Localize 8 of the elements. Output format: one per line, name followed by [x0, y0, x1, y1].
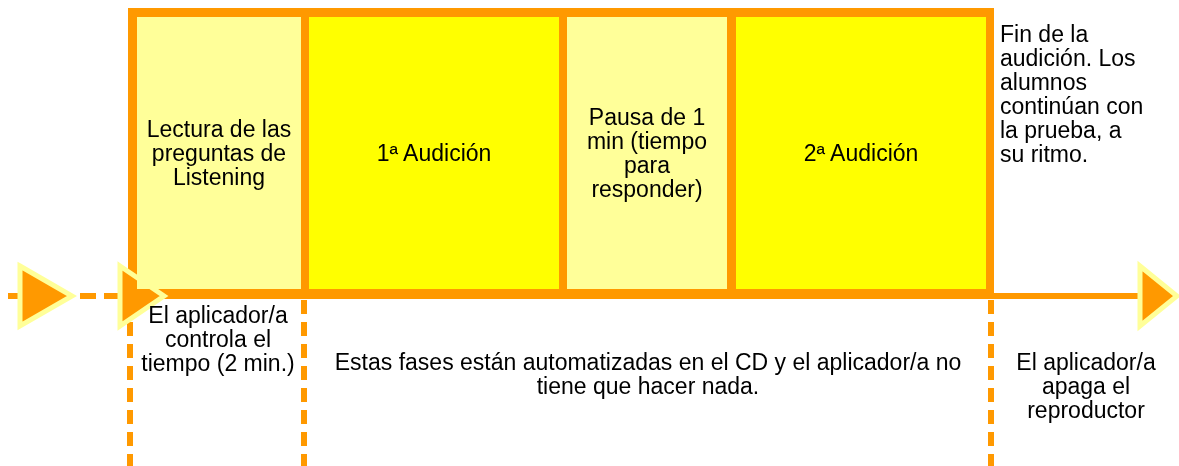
note-text: El aplicador/a controla el tiempo (2 min.)	[140, 303, 296, 375]
phase-box: Pausa de 1 min (tiempo para responder)	[567, 17, 727, 289]
note-text: Fin de la audición. Los alumnos continúan con la prueba, a su ritmo.	[1000, 22, 1145, 166]
phase-box: 2ª Audición	[736, 17, 986, 289]
note-text: Estas fases están automatizadas en el CD y el aplicador/a no tiene que hacer nada.	[333, 350, 963, 398]
phase-box: 1ª Audición	[309, 17, 559, 289]
note-text: El aplicador/a apaga el reproductor	[1015, 350, 1157, 422]
phase-box: Lectura de las preguntas de Listening	[137, 17, 301, 289]
